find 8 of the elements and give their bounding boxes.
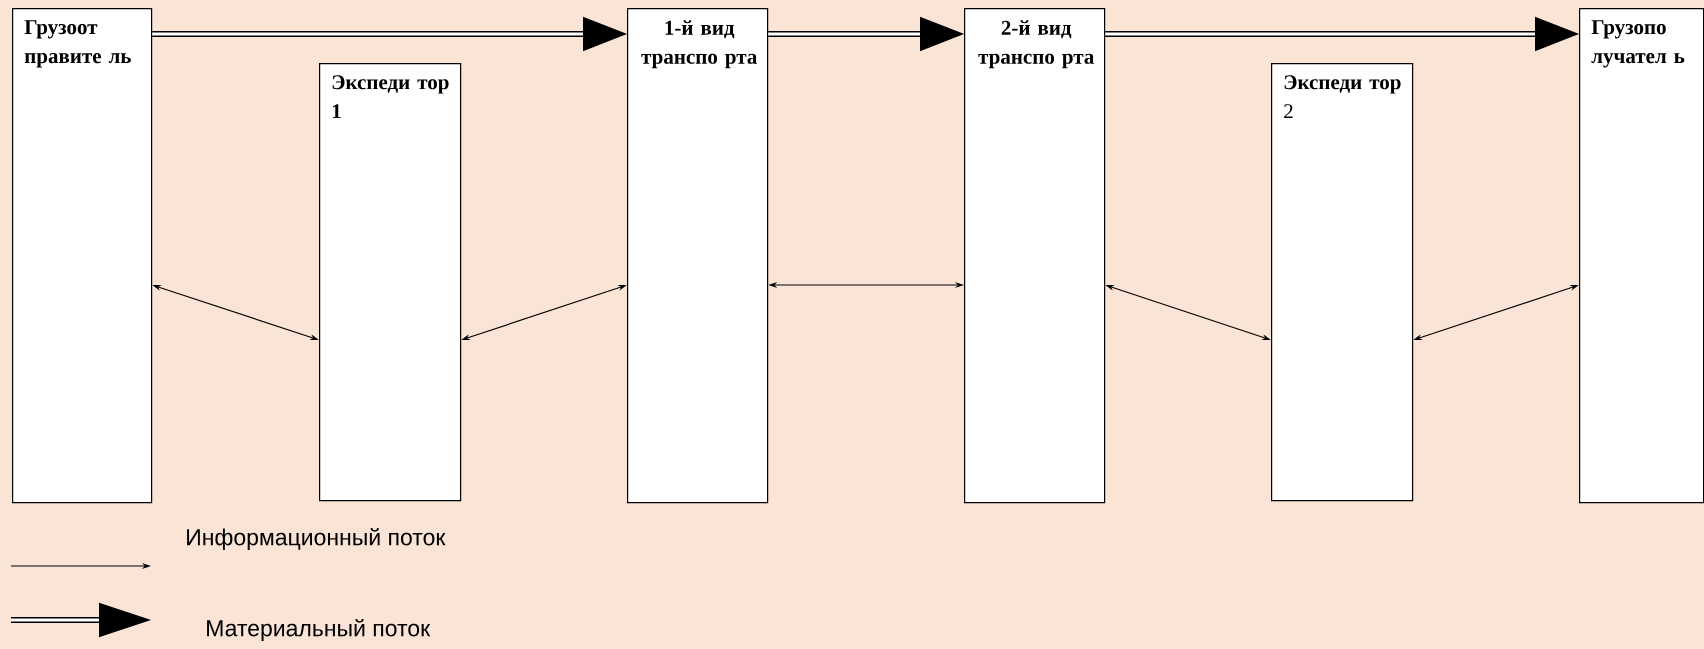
process-box: Грузопо лучател ь [1579, 8, 1704, 504]
process-box: 2-й вид транспо рта [964, 8, 1106, 504]
process-box: Грузоот правите ль [12, 8, 153, 504]
process-box: Экспеди тор 2 [1271, 63, 1414, 502]
legend-text: Информационный поток [187, 528, 446, 550]
process-box: 1-й вид транспо рта [627, 8, 769, 504]
process-box: Экспеди тор 1 [319, 63, 462, 502]
legend-text: Материальный поток [207, 619, 431, 641]
